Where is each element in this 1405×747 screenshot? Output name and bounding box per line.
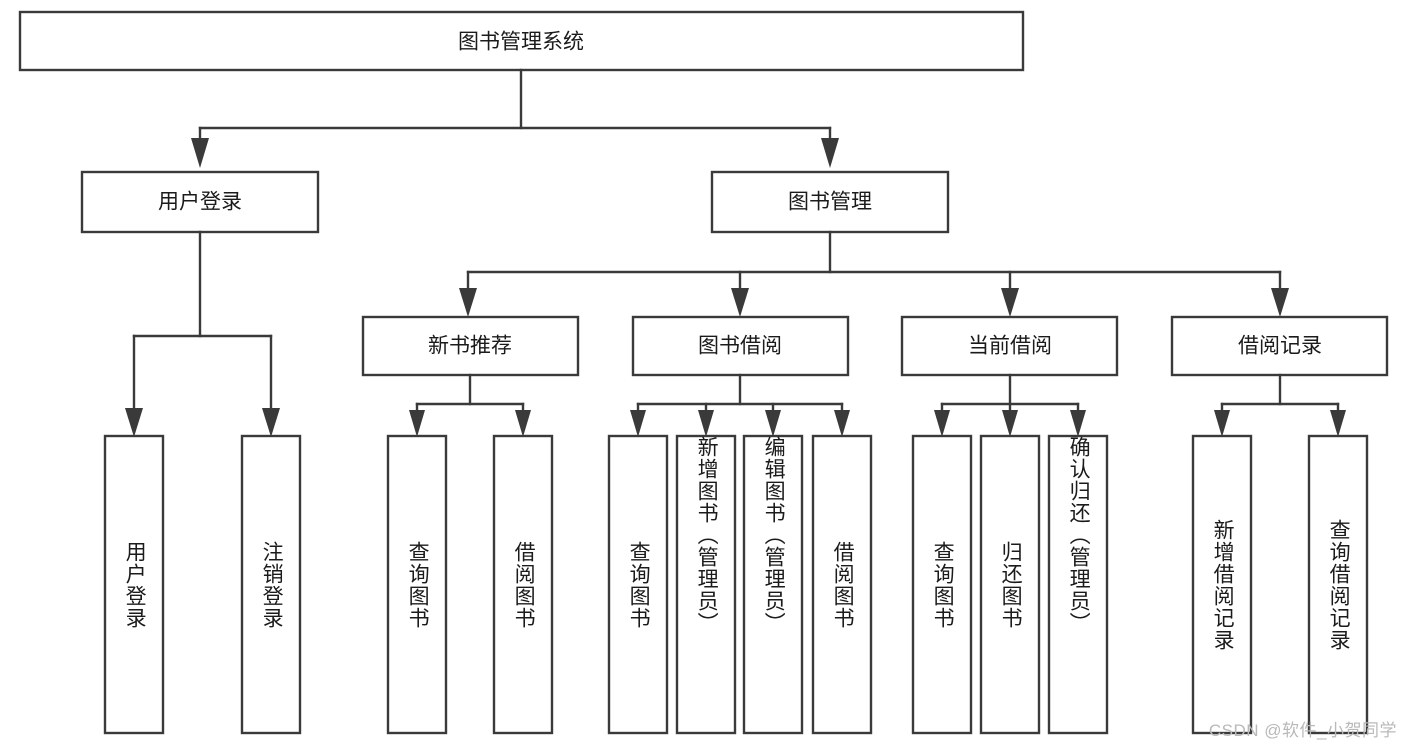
leaf-box-user-login-1[interactable] [240,434,302,735]
node-user-login[interactable]: 用户登录 [80,170,320,234]
arrow-head-icon [125,408,143,437]
node-book-management[interactable]: 图书管理 [710,170,950,234]
node-borrow-record-label: 借阅记录 [1238,335,1322,358]
node-new-book-recommend-box [361,315,580,377]
arrow-head-icon [191,138,209,168]
node-root[interactable]: 图书管理系统 [18,10,1025,72]
arrow-head-icon [262,408,280,437]
connector-current-borrow-to-leaves [934,373,1086,437]
arrow-head-icon [459,288,477,317]
arrow-head-icon [934,410,950,437]
leaf-box-book-borrow-2[interactable] [742,434,804,735]
connector-user-login-to-leaves [125,230,280,437]
leaf-box-current-borrow-2[interactable] [1047,434,1109,735]
arrow-head-icon [1070,410,1086,437]
arrow-head-icon [834,410,850,437]
node-current-borrow-box [900,315,1119,377]
leaf-box-current-borrow-0[interactable] [911,434,973,735]
arrow-head-icon [1214,410,1230,437]
node-user-login-box [80,170,320,234]
leaf-box-user-login-0[interactable] [103,434,165,735]
node-book-management-label: 图书管理 [788,191,872,214]
leaf-box-book-borrow-3[interactable] [811,434,873,735]
connector-root-to-level2 [191,68,839,168]
node-borrow-record[interactable]: 借阅记录 [1170,315,1389,377]
leaf-box-current-borrow-1[interactable] [979,434,1041,735]
node-current-borrow-label: 当前借阅 [968,335,1052,358]
connector-book-management-to-level3 [459,230,1289,317]
node-user-login-label: 用户登录 [158,191,242,214]
connector-borrow-record-to-leaves [1214,373,1346,437]
arrow-head-icon [731,288,749,317]
watermark-text: CSDN @软件_小贺同学 [1208,721,1397,740]
arrow-head-icon [1271,288,1289,317]
node-new-book-recommend-label: 新书推荐 [428,335,512,358]
arrow-head-icon [821,138,839,168]
connector-new-book-to-leaves [409,373,531,437]
arrow-head-icon [409,410,425,437]
arrow-head-icon [765,410,781,437]
leaf-box-new-book-1[interactable] [492,434,554,735]
node-book-borrow-label: 图书借阅 [698,335,782,358]
leaf-box-book-borrow-1[interactable] [675,434,737,735]
node-root-label: 图书管理系统 [458,31,584,54]
arrow-head-icon [1001,288,1019,317]
arrow-head-icon [1002,410,1018,437]
node-root-box [18,10,1025,72]
leaf-box-new-book-0[interactable] [386,434,448,735]
leaf-box-borrow-record-1[interactable] [1307,434,1369,735]
leaf-box-borrow-record-0[interactable] [1191,434,1253,735]
connector-book-borrow-to-leaves [630,373,850,437]
arrow-head-icon [630,410,646,437]
arrow-head-icon [698,410,714,437]
node-new-book-recommend[interactable]: 新书推荐 [361,315,580,377]
arrow-head-icon [515,410,531,437]
arrow-head-icon [1330,410,1346,437]
node-book-borrow[interactable]: 图书借阅 [631,315,850,377]
node-current-borrow[interactable]: 当前借阅 [900,315,1119,377]
leaf-box-book-borrow-0[interactable] [607,434,669,735]
